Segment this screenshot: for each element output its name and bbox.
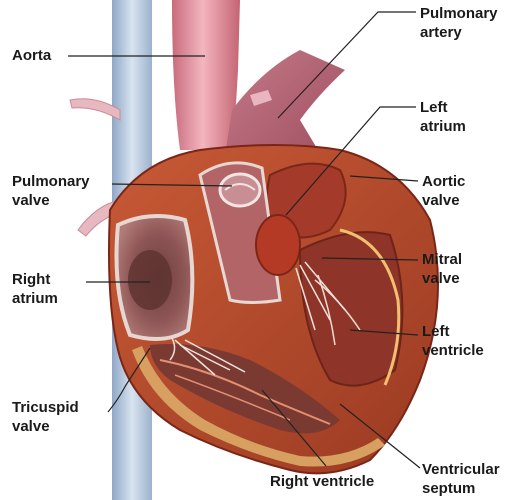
- left-ventricle-chamber: [298, 228, 404, 387]
- label-ventricular-septum-line2: septum: [422, 480, 476, 497]
- label-left-atrium: Left atrium: [420, 98, 466, 136]
- label-left-atrium-line1: Left: [420, 99, 448, 116]
- pulmonary-valve-structure: [218, 172, 262, 208]
- label-tricuspid-valve-line2: valve: [12, 418, 50, 435]
- right-atrium-chamber: [114, 214, 195, 341]
- label-mitral-valve-line1: Mitral: [422, 251, 463, 268]
- tricuspid-valve-structure: [169, 337, 246, 376]
- label-pulmonary-valve-line2: valve: [12, 192, 50, 209]
- label-right-atrium: Right atrium: [12, 270, 58, 308]
- label-aortic-valve-line2: valve: [422, 192, 460, 209]
- label-left-ventricle-line2: ventricle: [422, 342, 484, 359]
- label-aorta-text: Aorta: [12, 47, 52, 64]
- label-right-ventricle: Right ventricle: [270, 472, 374, 491]
- label-right-ventricle-text: Right ventricle: [270, 473, 375, 490]
- label-left-ventricle-line1: Left: [422, 323, 450, 340]
- label-ventricular-septum: Ventricular septum: [422, 460, 500, 498]
- label-pulmonary-valve: Pulmonary valve: [12, 172, 90, 210]
- label-aortic-valve-line1: Aortic: [422, 173, 466, 190]
- label-pulmonary-artery: Pulmonary artery: [420, 4, 498, 42]
- label-right-atrium-line2: atrium: [12, 290, 58, 307]
- label-aorta: Aorta: [12, 46, 51, 65]
- label-mitral-valve-line2: valve: [422, 270, 460, 287]
- leader-lines: [68, 11, 421, 469]
- label-pulmonary-artery-line2: artery: [420, 24, 462, 41]
- label-right-atrium-line1: Right: [12, 271, 51, 288]
- label-left-ventricle: Left ventricle: [422, 322, 484, 360]
- label-mitral-valve: Mitral valve: [422, 250, 462, 288]
- right-ventricle-chamber: [150, 344, 340, 434]
- mitral-valve-structure: [295, 261, 346, 331]
- label-pulmonary-valve-line1: Pulmonary: [12, 173, 90, 190]
- label-ventricular-septum-line1: Ventricular: [422, 461, 500, 478]
- aortic-root: [198, 161, 301, 304]
- label-tricuspid-valve-line1: Tricuspid: [12, 399, 79, 416]
- aorta-vessel: [172, 0, 240, 150]
- label-tricuspid-valve: Tricuspid valve: [12, 398, 79, 436]
- label-aortic-valve: Aortic valve: [422, 172, 465, 210]
- label-pulmonary-artery-line1: Pulmonary: [420, 5, 498, 22]
- label-left-atrium-line2: atrium: [420, 118, 466, 135]
